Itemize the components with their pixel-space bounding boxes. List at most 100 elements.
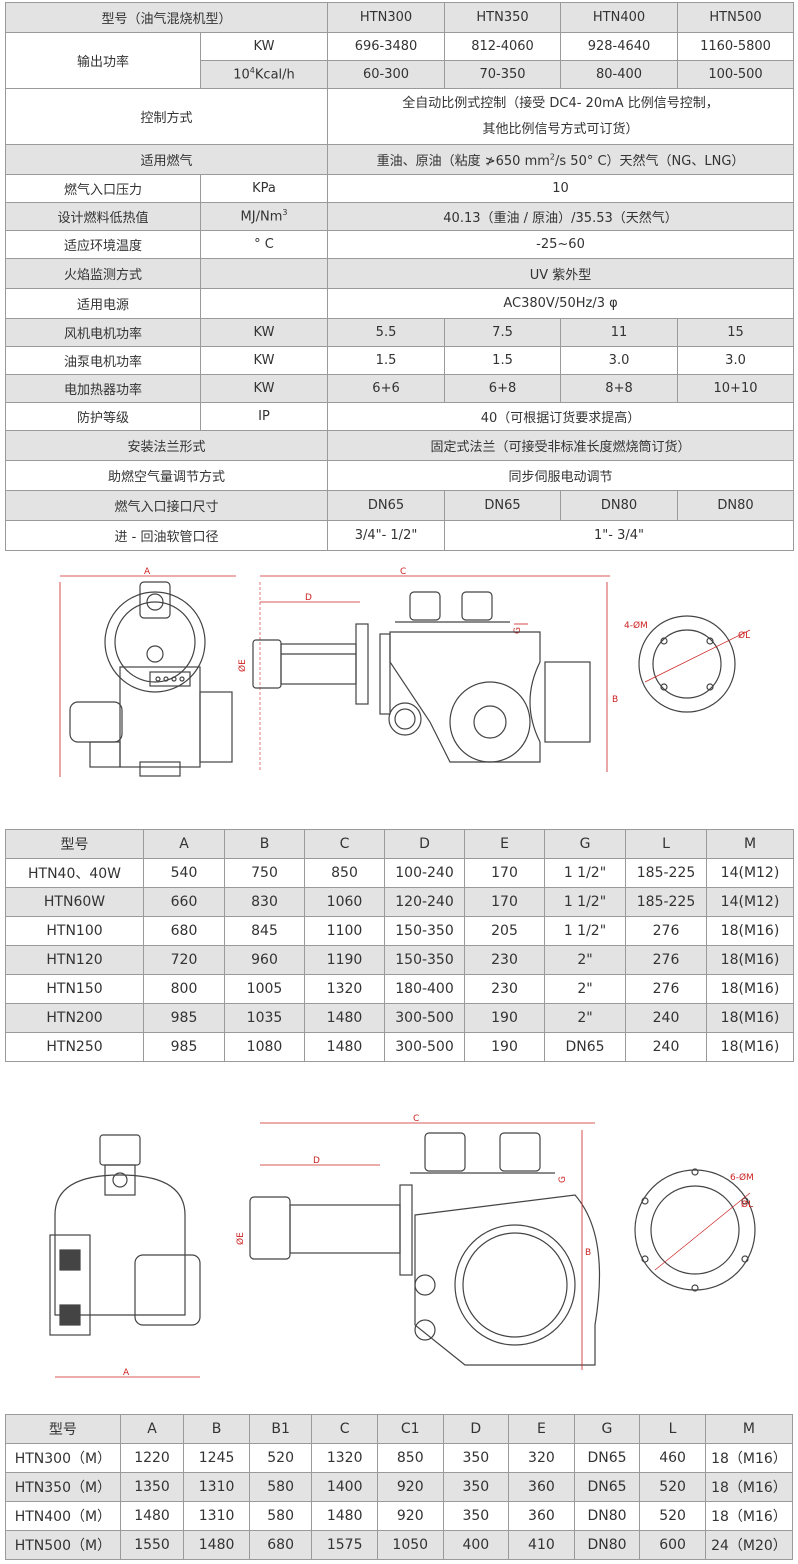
output-kw-1: 696-3480 <box>327 32 446 61</box>
ambient-label: 适应环境温度 <box>5 230 201 259</box>
table-cell: 1245 <box>183 1443 250 1473</box>
output-unit-kcal: 104Kcal/h <box>199 60 329 89</box>
table-cell: 1480 <box>304 1003 385 1033</box>
flange-view: 4-ØM ØL <box>624 615 751 713</box>
table-cell: 1100 <box>304 916 385 946</box>
table-cell: 170 <box>464 858 545 888</box>
dim-label-a: A <box>144 567 151 577</box>
table-cell: 600 <box>639 1530 706 1560</box>
dim2-header: A <box>119 1414 185 1444</box>
flame-unit <box>199 258 329 289</box>
heater-label: 电加热器功率 <box>5 374 201 403</box>
dim1-header-row: 型号 A B C D E G L M <box>5 829 794 859</box>
output-kcal-1: 60-300 <box>327 60 446 89</box>
dim2-header: C1 <box>376 1414 444 1444</box>
table-cell: 205 <box>464 916 545 946</box>
table-cell: HTN400（M） <box>5 1501 121 1531</box>
table-cell: 350 <box>442 1501 510 1531</box>
oil-hose-value-1: 3/4"- 1/2" <box>327 520 446 551</box>
dim2-header: C <box>311 1414 378 1444</box>
protection-value: 40（可根据订货要求提高） <box>327 402 795 431</box>
table-cell: 18（M16） <box>704 1501 794 1531</box>
table-cell: 18(M16) <box>706 945 794 975</box>
air-adjust-value: 同步伺服电动调节 <box>327 460 795 491</box>
dim1-header: 型号 <box>5 829 144 859</box>
fan-motor-1: 5.5 <box>327 318 446 347</box>
protection-label: 防护等级 <box>5 402 201 431</box>
air-adjust-label: 助燃空气量调节方式 <box>4 460 329 491</box>
table-cell: 1220 <box>119 1443 185 1473</box>
table-cell: 920 <box>376 1501 444 1531</box>
table-cell: 185-225 <box>625 858 707 888</box>
heater-1: 6+6 <box>327 374 446 403</box>
table-cell: 1480 <box>311 1501 378 1531</box>
fuel-value: 重油、原油（粘度 ≯650 mm2/s 50° C）天然气（NG、LNG） <box>327 144 795 175</box>
dim1-header: B <box>224 829 305 859</box>
control-value: 全自动比例式控制（接受 DC4- 20mA 比例信号控制，其他比例信号方式可订货… <box>327 88 795 145</box>
table-cell: 2" <box>544 945 626 975</box>
dim-label-d: D <box>305 593 312 603</box>
table-cell: 18（M16） <box>704 1472 794 1502</box>
flame-value: UV 紫外型 <box>327 258 795 289</box>
fuel-label: 适用燃气 <box>4 144 329 175</box>
flange-value: 固定式法兰（可接受非标准长度燃烧筒订货） <box>327 430 795 461</box>
table-cell: 1350 <box>119 1472 185 1502</box>
dim2-header: 型号 <box>5 1414 121 1444</box>
table-cell: 845 <box>224 916 305 946</box>
table-cell: HTN100 <box>5 916 144 946</box>
dim-label-d-2: D <box>313 1156 320 1166</box>
table-cell: 320 <box>508 1443 575 1473</box>
dim2-header: L <box>639 1414 706 1444</box>
table-cell: 276 <box>625 945 707 975</box>
dim-label-l-2: ØL <box>741 1199 753 1210</box>
flange-label: 安装法兰形式 <box>4 430 329 461</box>
gas-pressure-value: 10 <box>327 174 795 203</box>
ambient-unit: ° C <box>199 230 329 259</box>
table-cell: 1190 <box>304 945 385 975</box>
table-cell: HTN150 <box>5 974 144 1004</box>
dim1-header: A <box>143 829 225 859</box>
table-cell: 680 <box>248 1530 313 1560</box>
dim2-header: G <box>573 1414 641 1444</box>
dim1-header: C <box>304 829 385 859</box>
table-cell: 240 <box>625 1003 707 1033</box>
table-cell: 350 <box>442 1472 510 1502</box>
table-cell: 150-350 <box>384 945 465 975</box>
table-cell: 1080 <box>224 1032 305 1062</box>
dim2-header: D <box>442 1414 510 1444</box>
table-cell: 580 <box>248 1472 313 1502</box>
pump-motor-unit: KW <box>199 346 329 375</box>
table-cell: 276 <box>625 916 707 946</box>
flange-view-2: 6-ØM ØL <box>634 1168 756 1292</box>
fan-motor-4: 15 <box>677 318 795 347</box>
power-unit <box>199 288 329 319</box>
dim1-header: E <box>464 829 545 859</box>
spec-model-3: HTN400 <box>560 2 679 33</box>
output-kcal-3: 80-400 <box>560 60 679 89</box>
heat-value-unit: MJ/Nm3 <box>199 202 329 231</box>
table-cell: 1035 <box>224 1003 305 1033</box>
gas-inlet-4: DN80 <box>677 490 795 521</box>
output-kcal-2: 70-350 <box>444 60 562 89</box>
table-cell: 1480 <box>119 1501 185 1531</box>
gas-pressure-unit: KPa <box>199 174 329 203</box>
table-cell: DN65 <box>573 1443 641 1473</box>
table-cell: 230 <box>464 974 545 1004</box>
dim1-header: L <box>625 829 707 859</box>
table-cell: 150-350 <box>384 916 465 946</box>
table-cell: 276 <box>625 974 707 1004</box>
table-cell: 1480 <box>183 1530 250 1560</box>
table-cell: 14(M12) <box>706 858 794 888</box>
table-cell: 520 <box>639 1501 706 1531</box>
output-kcal-4: 100-500 <box>677 60 795 89</box>
table-cell: 1320 <box>304 974 385 1004</box>
output-power-label: 输出功率 <box>5 32 201 89</box>
